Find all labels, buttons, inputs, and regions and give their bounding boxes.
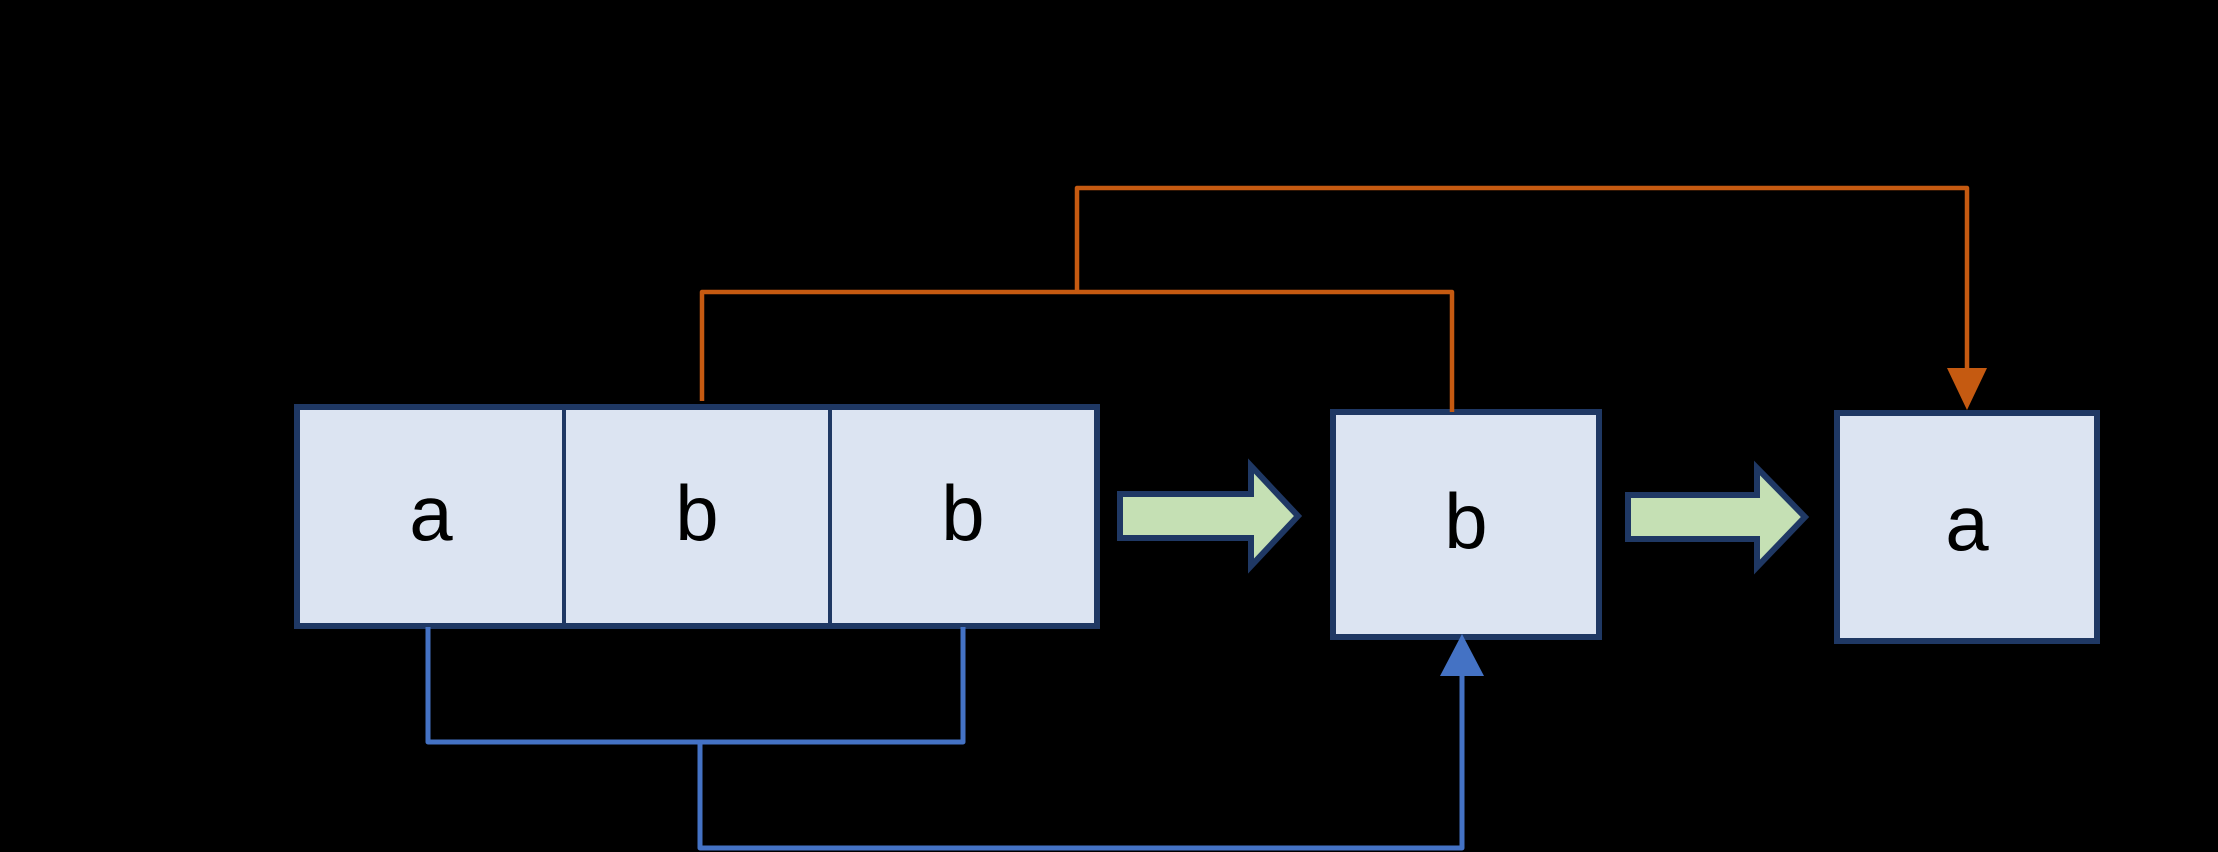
- middle-box-b: b: [1330, 409, 1602, 640]
- green-forward-arrow-1: [1117, 458, 1303, 574]
- cell-label-a: a: [409, 468, 453, 557]
- blue-bracket-connector: [425, 627, 966, 745]
- cell-label-b1: b: [675, 468, 719, 557]
- source-cell-b1: b: [562, 410, 828, 623]
- orange-branch-connector: [1074, 185, 1970, 372]
- cell-label-b2: b: [941, 468, 985, 557]
- green-forward-arrow-2: [1625, 460, 1810, 575]
- source-cell-b2: b: [828, 410, 1094, 623]
- source-cell-a: a: [300, 410, 562, 623]
- blue-arrowhead-up-icon: [1440, 634, 1484, 676]
- result-box-label: a: [1945, 479, 1989, 567]
- result-box-a: a: [1834, 410, 2100, 644]
- orange-elbow-connector: [699, 289, 1455, 412]
- middle-box-label: b: [1444, 476, 1488, 565]
- blue-feedback-connector: [697, 672, 1465, 851]
- source-cells-group: a b b: [294, 404, 1100, 629]
- orange-arrowhead-down-icon: [1947, 368, 1987, 410]
